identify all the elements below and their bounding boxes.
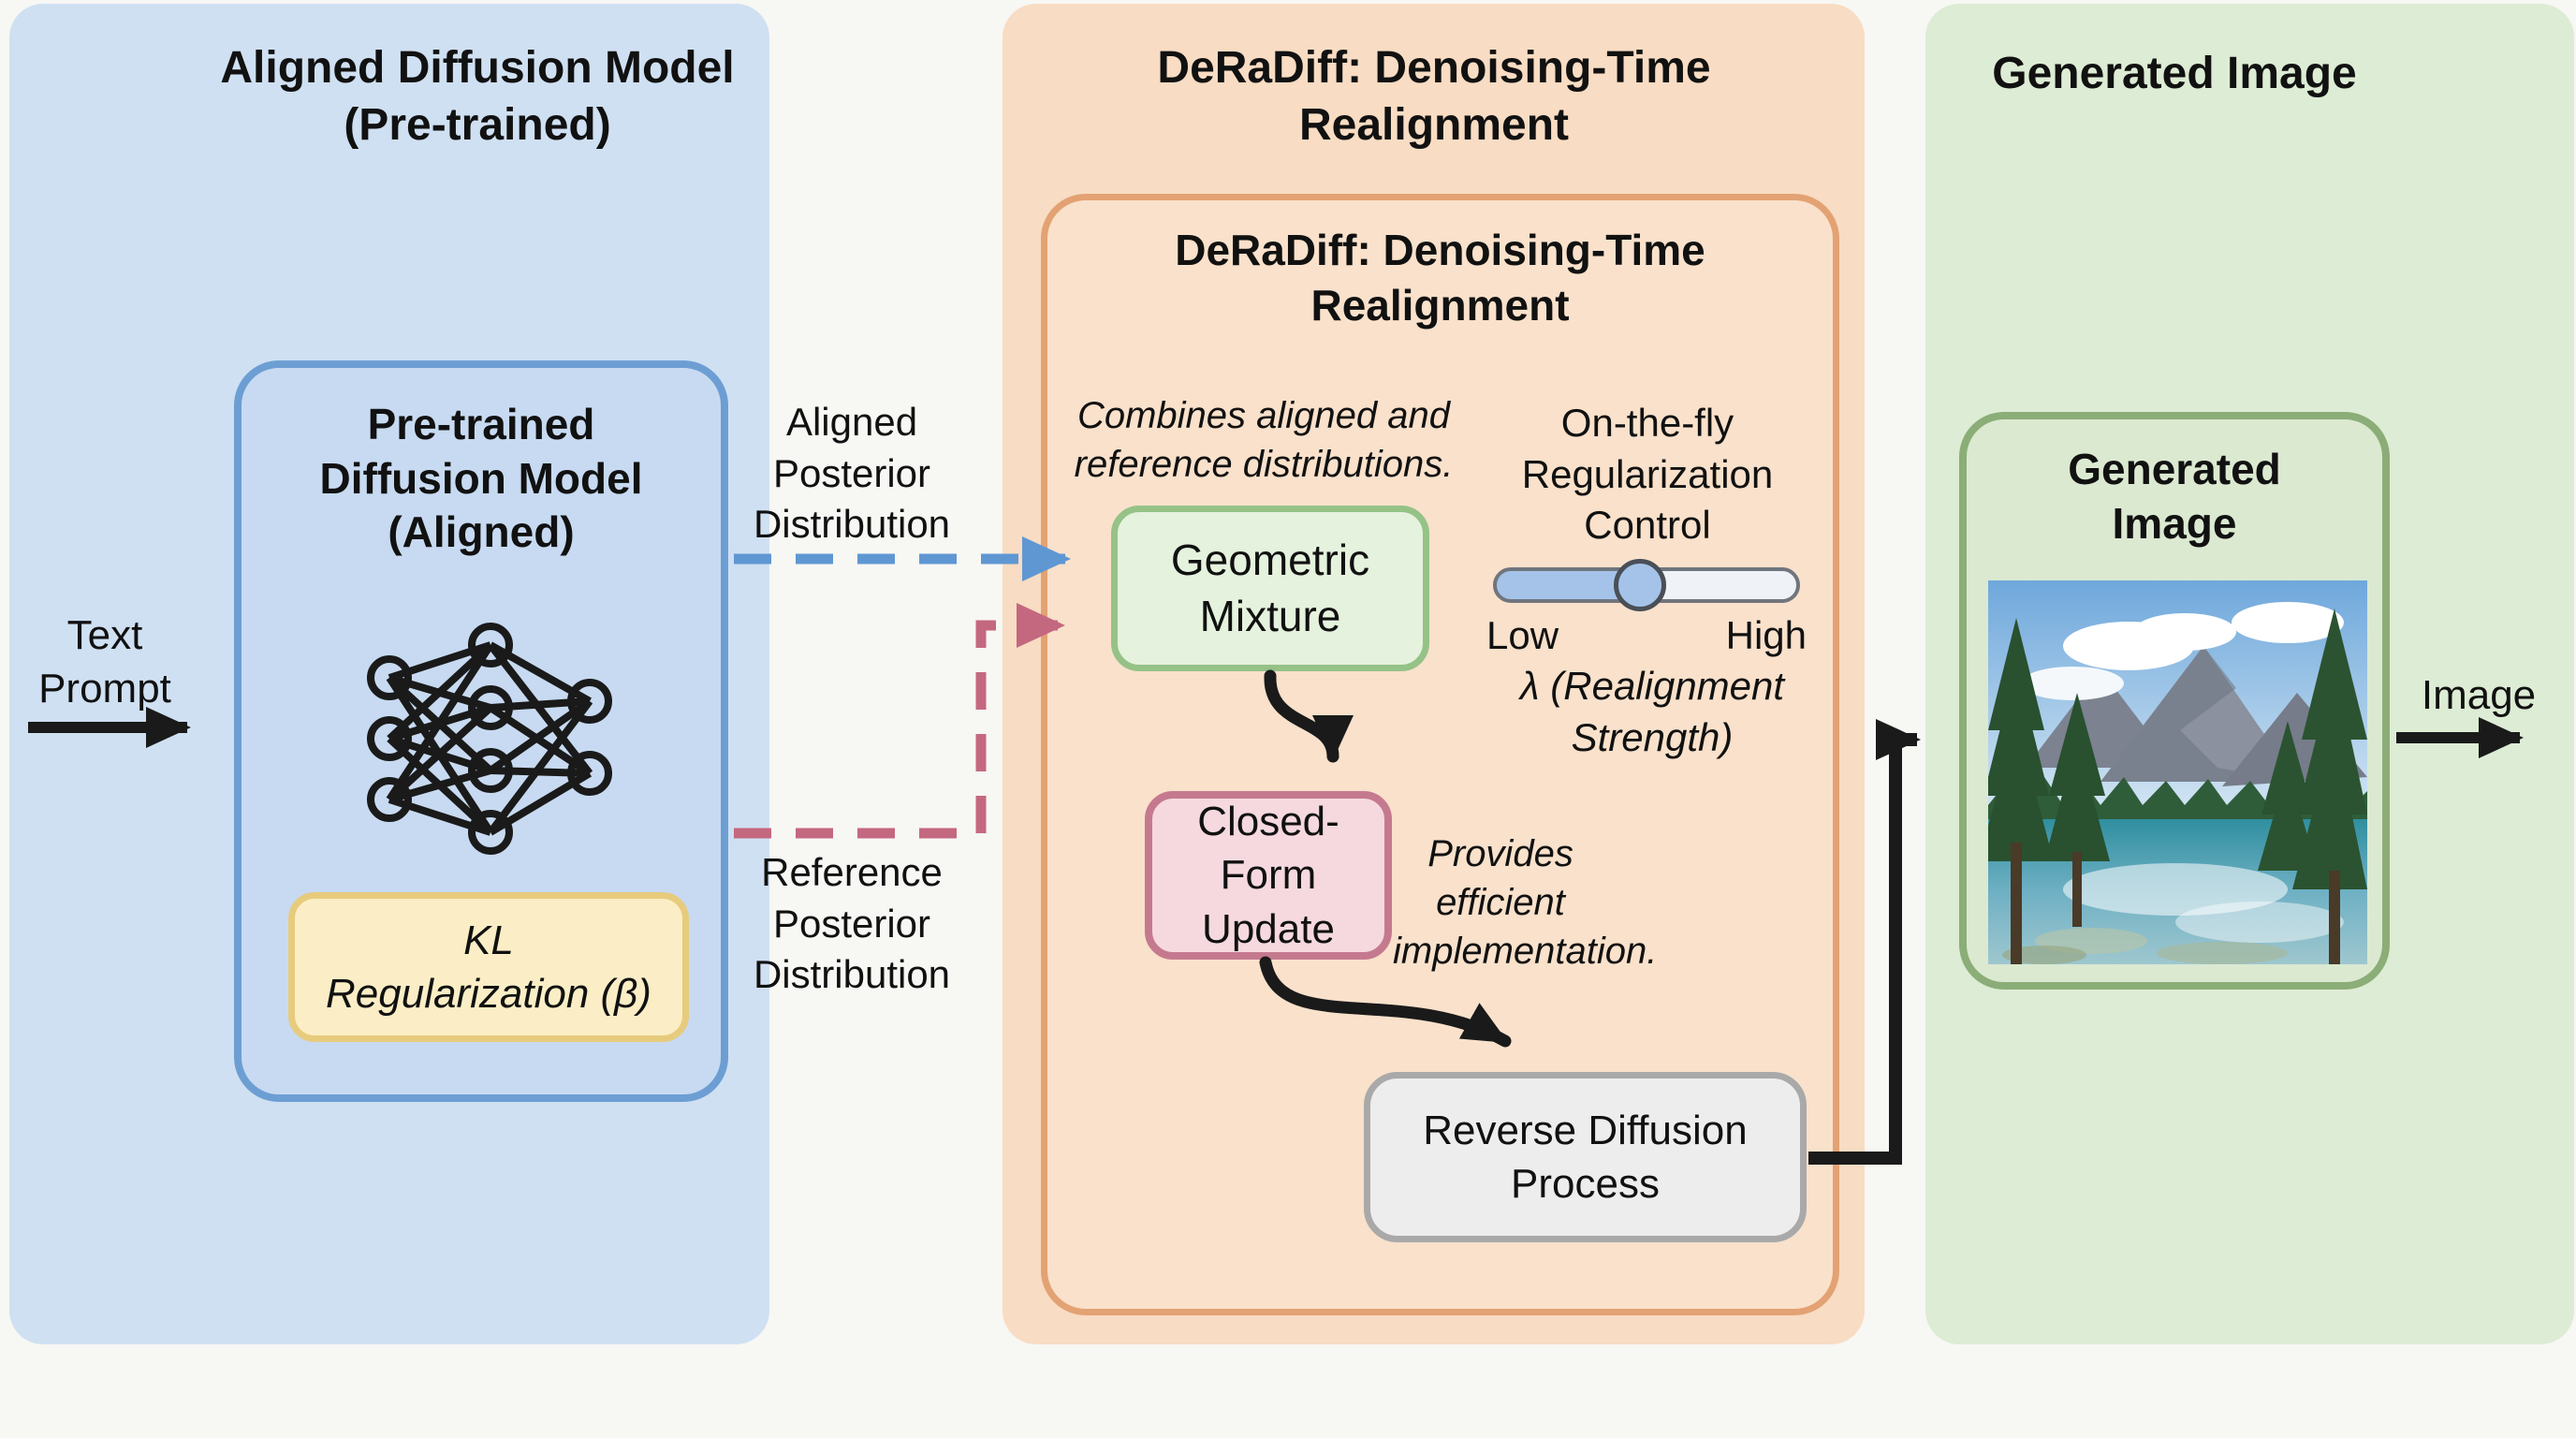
- generated-image-box-title: Generated Image: [2068, 445, 2281, 548]
- lambda-strength-label: λ (Realignment Strength): [1519, 664, 1785, 759]
- reverse-diffusion-box: Reverse Diffusion Process: [1364, 1072, 1807, 1242]
- combines-note: Combines aligned and reference distribut…: [1074, 395, 1454, 485]
- deradiff-inner-title: DeRaDiff: Denoising-Time Realignment: [1175, 226, 1705, 330]
- lambda-slider-knob[interactable]: [1614, 559, 1667, 611]
- kl-regularization-box: KL Regularization (β): [288, 892, 689, 1042]
- right-panel-title: Generated Image: [1992, 49, 2357, 98]
- provides-note: Provides efficient implementation.: [1393, 833, 1658, 972]
- pretrained-model-box-title: Pre-trained Diffusion Model (Aligned): [319, 400, 643, 556]
- kl-regularization-label: KL Regularization (β): [326, 917, 651, 1017]
- middle-panel-title: DeRaDiff: Denoising-Time Realignment: [1157, 43, 1711, 151]
- neural-network-icon: [367, 623, 612, 855]
- text-prompt-label: Text Prompt: [38, 612, 171, 712]
- reference-posterior-label: Reference Posterior Distribution: [753, 850, 951, 997]
- slider-high-label: High: [1725, 613, 1807, 657]
- left-panel-title: Aligned Diffusion Model (Pre-trained): [220, 43, 735, 151]
- regularization-control-title: On-the-fly Regularization Control: [1521, 401, 1774, 548]
- geometric-mixture-box: Geometric Mixture: [1111, 506, 1429, 671]
- generated-image-box: Generated Image: [1959, 412, 2390, 990]
- slider-low-label: Low: [1486, 613, 1559, 657]
- aligned-posterior-label: Aligned Posterior Distribution: [753, 400, 951, 547]
- output-image-label: Image: [2421, 672, 2537, 718]
- pretrained-model-box: Pre-trained Diffusion Model (Aligned) KL…: [234, 360, 728, 1102]
- closed-form-update-box: Closed-Form Update: [1145, 791, 1392, 960]
- generated-photo: [1988, 580, 2367, 964]
